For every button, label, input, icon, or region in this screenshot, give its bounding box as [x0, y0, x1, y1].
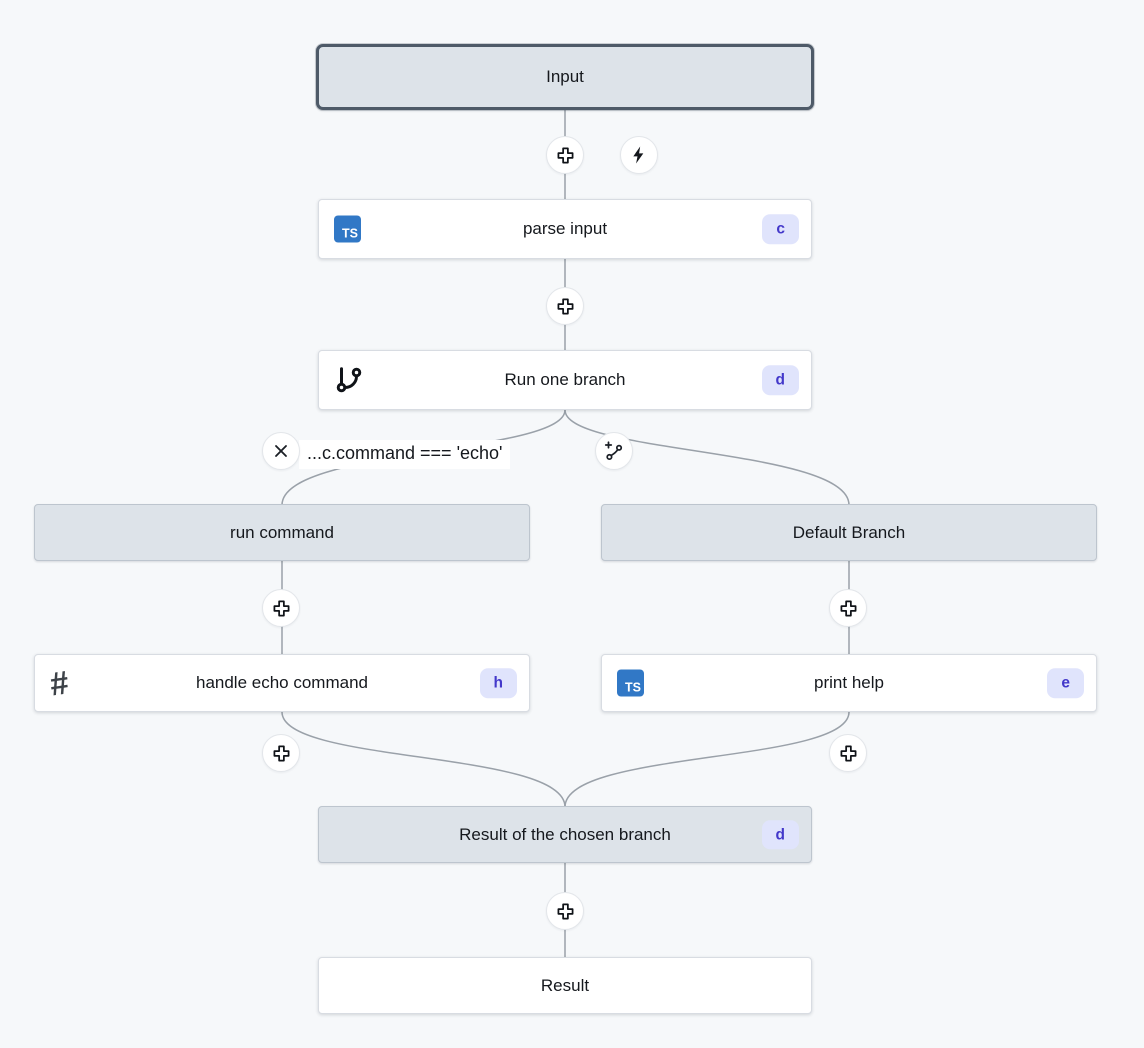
- edge-left-merge: [281, 711, 566, 808]
- add-step-button[interactable]: [262, 589, 300, 627]
- add-step-button[interactable]: [546, 892, 584, 930]
- hash-icon: #: [47, 663, 71, 703]
- zap-icon: [633, 146, 644, 164]
- branch-condition-label[interactable]: ...c.command === 'echo': [299, 440, 511, 469]
- node-handle-echo-command[interactable]: # handle echo command h: [34, 654, 530, 712]
- git-branch-plus-icon: [604, 441, 623, 461]
- typescript-icon: TS: [617, 669, 644, 697]
- node-parse-input[interactable]: TS parse input c: [318, 199, 812, 259]
- node-label: Result of the chosen branch: [459, 824, 671, 844]
- add-step-button[interactable]: [546, 136, 584, 174]
- node-label: Result: [540, 975, 590, 995]
- add-step-button[interactable]: [829, 734, 867, 772]
- node-label: handle echo command: [195, 673, 368, 692]
- typescript-icon: TS: [334, 215, 361, 243]
- node-badge: h: [479, 668, 517, 698]
- add-step-button[interactable]: [262, 734, 300, 772]
- node-label: Run one branch: [504, 370, 626, 389]
- edge-right-merge: [564, 711, 850, 808]
- node-run-one-branch[interactable]: Run one branch d: [318, 350, 812, 410]
- node-label: run command: [230, 522, 334, 542]
- node-label: parse input: [522, 219, 608, 238]
- x-icon: [275, 445, 287, 457]
- node-input[interactable]: Input: [316, 44, 814, 110]
- node-badge: d: [761, 819, 799, 850]
- node-result-of-chosen-branch[interactable]: Result of the chosen branch d: [318, 806, 812, 863]
- add-branch-button[interactable]: [595, 432, 633, 470]
- node-badge: c: [762, 214, 799, 244]
- edge-branch-right: [564, 409, 850, 506]
- node-label: Input: [546, 67, 584, 86]
- node-label: Default Branch: [792, 522, 906, 542]
- git-branch-icon: [334, 365, 364, 395]
- node-label: print help: [814, 673, 884, 692]
- node-badge: d: [761, 365, 799, 395]
- node-result[interactable]: Result: [318, 957, 812, 1014]
- remove-condition-button[interactable]: [262, 432, 300, 470]
- node-default-branch[interactable]: Default Branch: [601, 504, 1097, 561]
- node-run-command[interactable]: run command: [34, 504, 530, 561]
- add-step-button[interactable]: [829, 589, 867, 627]
- node-badge: e: [1047, 668, 1084, 698]
- trigger-zap-button[interactable]: [620, 136, 658, 174]
- add-step-button[interactable]: [546, 287, 584, 325]
- node-print-help[interactable]: TS print help e: [601, 654, 1097, 712]
